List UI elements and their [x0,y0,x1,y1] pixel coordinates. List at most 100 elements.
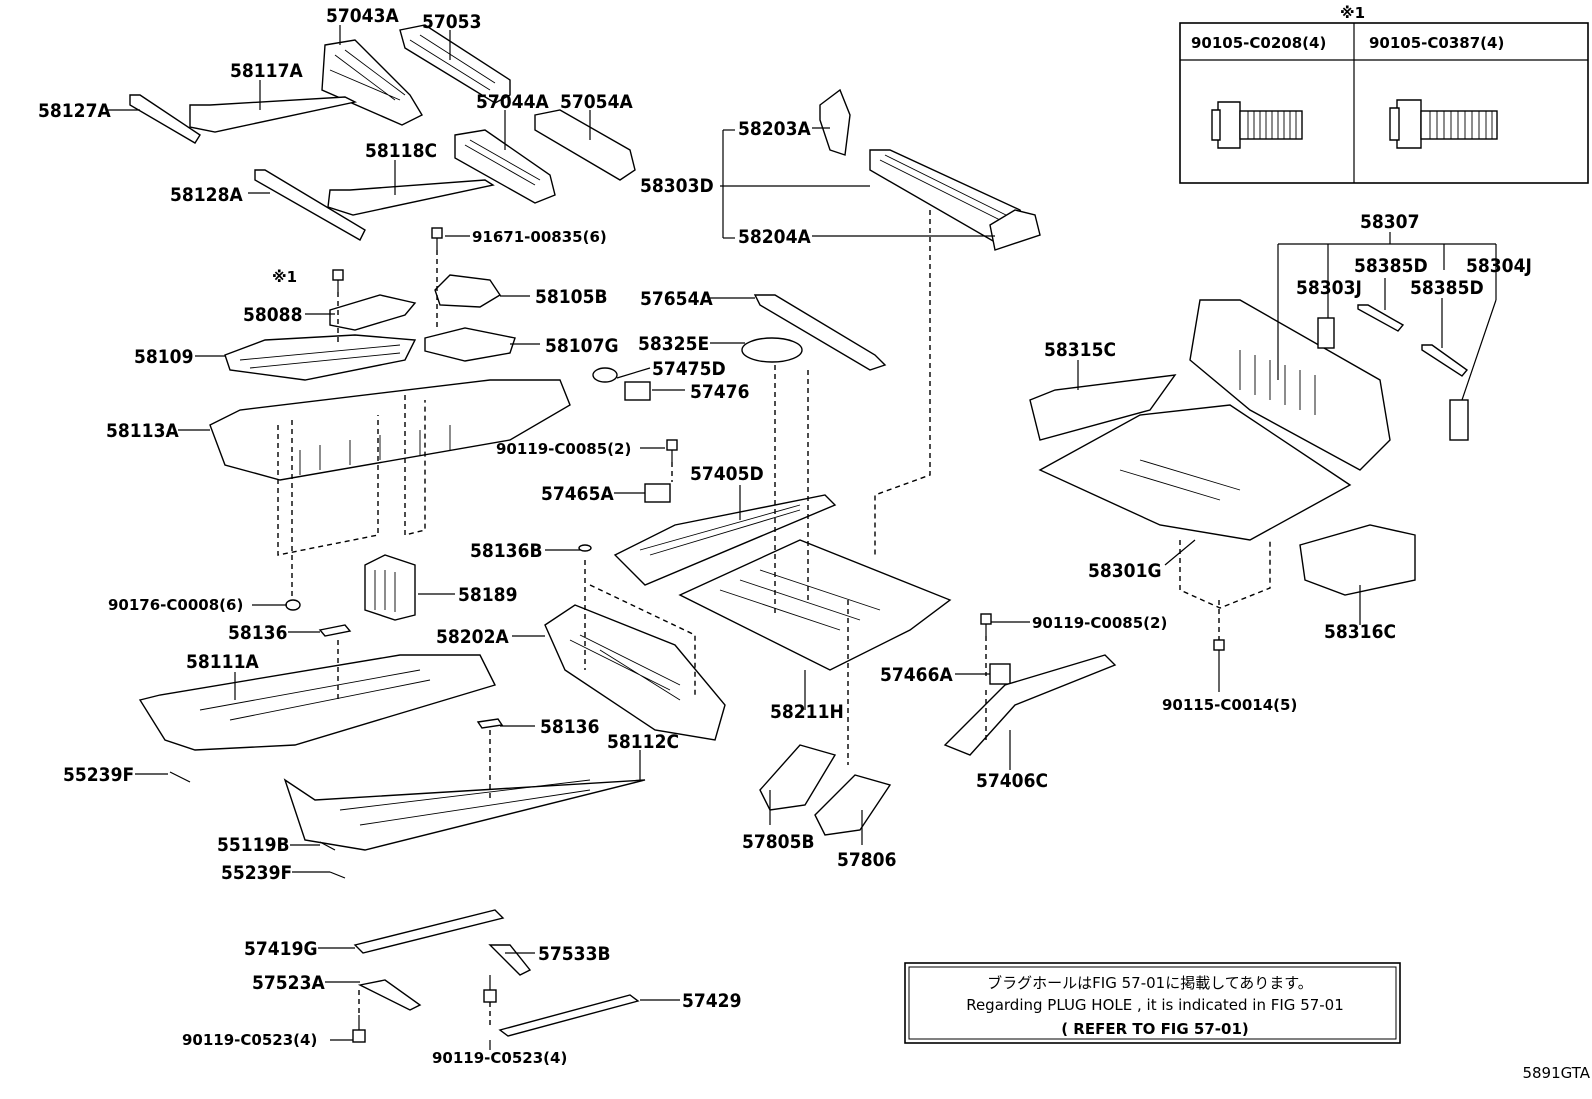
label-58128A: 58128A [170,184,243,206]
part-58118C-shape [327,179,495,216]
label-57654A: 57654A [640,288,713,310]
label-90115-C0014: 90115-C0014(5) [1162,696,1297,714]
part-58307-shape [1189,299,1391,471]
part-57805B-shape [759,744,837,811]
label-note1: ※1 [272,268,297,286]
part-58385D-a-shape [1357,304,1405,332]
part-58203A-shape [819,88,851,156]
part-57465A-shape [644,483,671,503]
part-57806-shape [814,774,892,836]
label-57805B: 57805B [742,831,815,853]
label-90176-C0008: 90176-C0008(6) [108,596,243,614]
label-57476: 57476 [690,381,749,403]
part-57654A-shape [753,294,887,371]
label-58136-b: 58136 [540,716,599,738]
label-58303J: 58303J [1296,277,1362,299]
part-58113A-shape [209,379,571,481]
part-57054A-shape [534,109,636,181]
bolt-icon [1211,101,1303,149]
leader-lines [108,25,1497,1050]
part-57406C-shape [943,654,1117,756]
part-58304J-shape [1449,399,1469,441]
label-58203A: 58203A [738,118,811,140]
part-58385D-b-shape [1421,344,1469,377]
label-58189: 58189 [458,584,517,606]
part-57523A-shape [357,979,422,1011]
part-58136b-shape [476,718,504,729]
note-line-2: Regarding PLUG HOLE , it is indicated in… [966,996,1344,1014]
bolt-table-mark: ※1 [1340,4,1365,22]
part-58315C-shape [1029,374,1177,441]
label-57475D: 57475D [652,358,726,380]
label-58109: 58109 [134,346,193,368]
label-58111A: 58111A [186,651,259,673]
part-58316C-shape [1299,524,1416,596]
label-57466A: 57466A [880,664,953,686]
part-57466A-shape [989,663,1011,685]
part-90176-shape [285,599,301,611]
label-57053: 57053 [422,11,481,33]
label-55119B: 55119B [217,834,290,856]
label-58385D-b: 58385D [1410,277,1484,299]
label-57405D: 57405D [690,463,764,485]
label-90119-C0085-a: 90119-C0085(2) [496,440,631,458]
part-58325E-shape [741,337,803,363]
label-57044A: 57044A [476,91,549,113]
part-58107G-shape [424,327,516,362]
label-58136-a: 58136 [228,622,287,644]
label-58202A: 58202A [436,626,509,648]
part-57405D-shape [613,494,837,586]
part-57476-shape [624,381,651,401]
label-58303D: 58303D [640,175,714,197]
label-58105B: 58105B [535,286,608,308]
part-58088-shape [329,294,417,331]
part-labels: 57043A 57053 58117A 58127A 57044A 57054A… [38,5,1532,1067]
part-57044A-shape [454,129,556,204]
note-line-1: ブラグホールはFIG 57-01に掲載してあります。 [987,974,1313,992]
label-57465A: 57465A [541,483,614,505]
bolt-table: ※1 90105-C0208(4) 90105-C0387(4) [1179,4,1589,184]
assembly-lines [277,210,1271,1027]
label-55239F-a: 55239F [63,764,134,786]
label-57406C: 57406C [976,770,1048,792]
label-58107G: 58107G [545,335,619,357]
label-90119-C0523-a: 90119-C0523(4) [182,1031,317,1049]
label-57419G: 57419G [244,938,318,960]
label-57429: 57429 [682,990,741,1012]
label-58118C: 58118C [365,140,437,162]
part-58136a-shape [318,624,352,637]
part-57053-shape [399,24,511,104]
label-90119-C0085-b: 90119-C0085(2) [1032,614,1167,632]
label-58088: 58088 [243,304,302,326]
label-58307: 58307 [1360,211,1419,233]
part-58112C-shape [283,778,646,851]
part-55239F-a-shape [169,771,191,783]
part-58105B-shape [434,274,501,308]
label-57043A: 57043A [326,5,399,27]
part-58109-shape [224,334,417,381]
label-58325E: 58325E [638,333,709,355]
part-55239F-b-shape [329,871,346,879]
part-57419G-shape [353,909,505,954]
bolt-table-col1: 90105-C0208(4) [1191,34,1326,52]
label-58316C: 58316C [1324,621,1396,643]
label-58211H: 58211H [770,701,844,723]
part-57429-shape [498,994,640,1037]
label-58136B: 58136B [470,540,543,562]
label-58117A: 58117A [230,60,303,82]
label-58127A: 58127A [38,100,111,122]
label-57806: 57806 [837,849,896,871]
label-58385D-a: 58385D [1354,255,1428,277]
label-58113A: 58113A [106,420,179,442]
label-57533B: 57533B [538,943,611,965]
part-58127A-shape [129,94,201,144]
part-58189-shape [364,554,416,621]
label-58304J: 58304J [1466,255,1532,277]
label-58315C: 58315C [1044,339,1116,361]
part-57475D-shape [592,367,618,383]
label-58301G: 58301G [1088,560,1162,582]
figure-code: 5891GTA [1522,1064,1590,1082]
note-line-3: ( REFER TO FIG 57-01) [1061,1020,1249,1038]
part-58117A-shape [189,96,358,133]
